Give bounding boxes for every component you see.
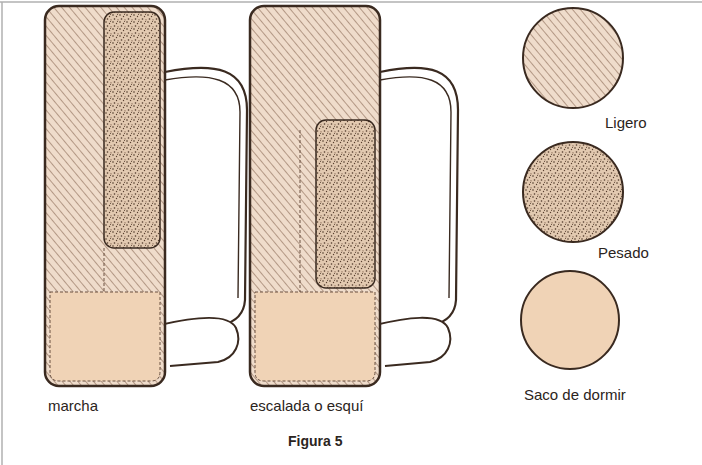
backpack-escalada [250,6,458,386]
figure-label: escalada o esquí [250,397,363,415]
figure-label: marcha [48,397,98,415]
backpack-marcha [45,6,247,386]
heavy-sample [523,142,623,242]
legend-label: Pesado [598,244,649,262]
light-sample [523,8,623,108]
figure-caption: Figura 5 [288,432,342,450]
legend-swatch [520,270,620,370]
legend-label: Ligero [605,114,647,132]
legend-label: Saco de dormir [524,386,626,404]
